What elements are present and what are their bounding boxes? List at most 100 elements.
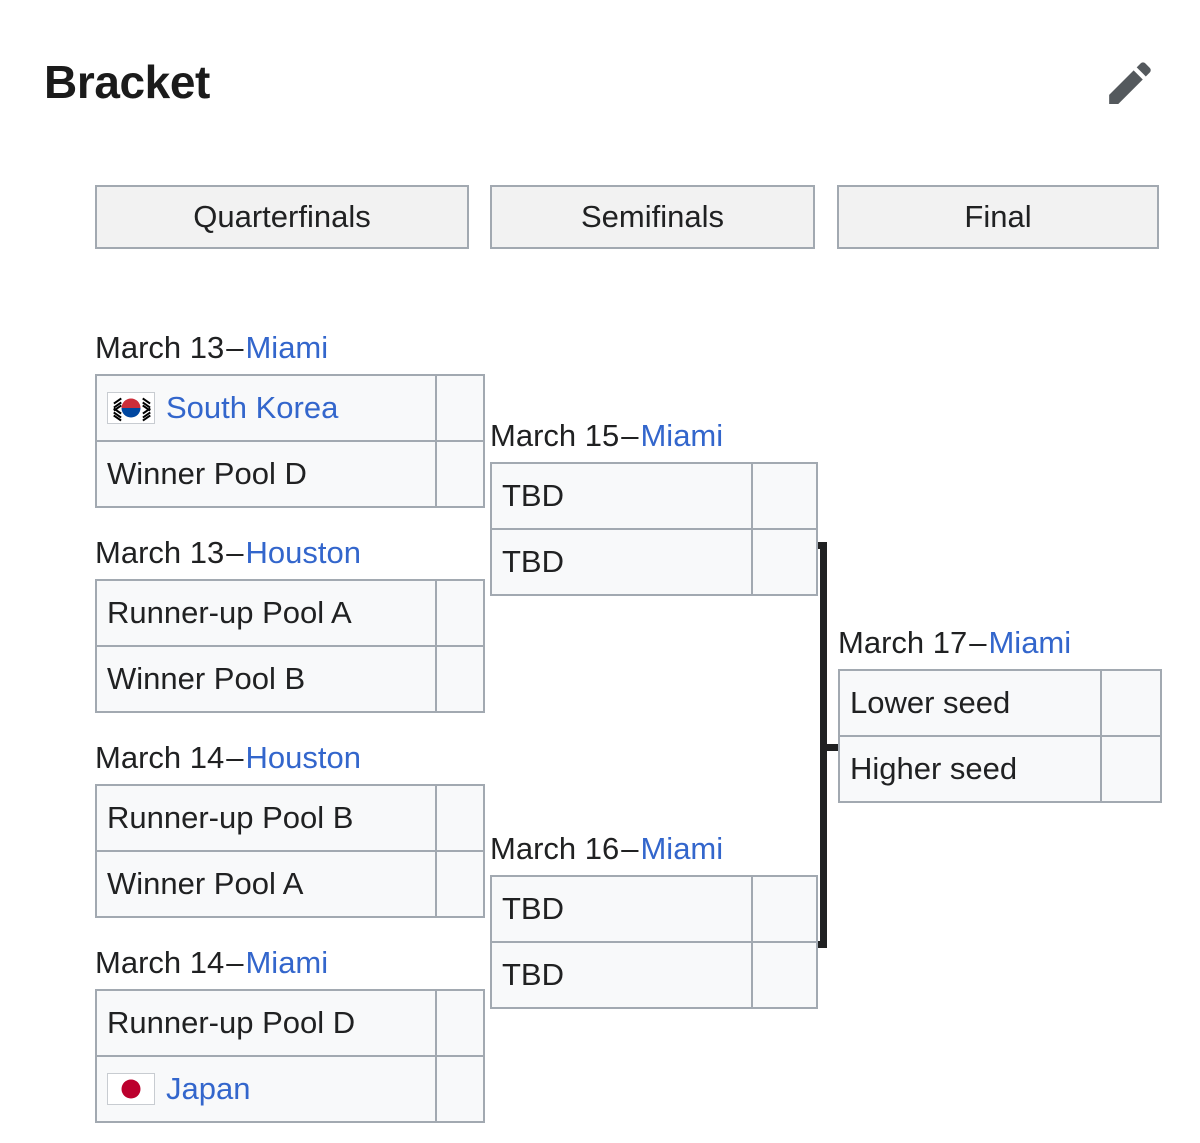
south-korea-flag — [107, 392, 155, 424]
team-cell[interactable]: TBD — [490, 941, 753, 1009]
table-row[interactable]: Japan — [95, 1055, 485, 1123]
match-final: March 17–Miami Lower seed Higher seed — [838, 621, 1162, 803]
match-table: Runner-up Pool D Japan — [95, 989, 485, 1123]
team-cell[interactable]: Winner Pool B — [95, 645, 437, 713]
score-cell[interactable] — [1100, 669, 1162, 737]
japan-flag — [107, 1073, 155, 1105]
date-venue-separator: – — [969, 625, 987, 660]
table-row[interactable]: TBD — [490, 462, 818, 530]
team-name: Runner-up Pool D — [107, 1005, 356, 1040]
score-cell[interactable] — [435, 784, 485, 852]
match-date: March 14 — [95, 740, 225, 775]
score-cell[interactable] — [435, 374, 485, 442]
match-date-line: March 14–Miami — [95, 941, 485, 985]
date-venue-separator: – — [226, 945, 244, 980]
match-date-line: March 13–Houston — [95, 531, 485, 575]
score-cell[interactable] — [435, 989, 485, 1057]
table-row[interactable]: Runner-up Pool A — [95, 579, 485, 647]
score-cell[interactable] — [751, 528, 818, 596]
team-name[interactable]: South Korea — [166, 390, 339, 425]
team-cell[interactable]: South Korea — [95, 374, 437, 442]
team-cell[interactable]: TBD — [490, 528, 753, 596]
venue-link[interactable]: Miami — [640, 831, 724, 866]
table-row[interactable]: Lower seed — [838, 669, 1162, 737]
team-name[interactable]: Japan — [166, 1071, 251, 1106]
venue-link[interactable]: Miami — [988, 625, 1072, 660]
match-quarterfinal-1: March 13–Miami — [95, 326, 485, 508]
venue-link[interactable]: Miami — [640, 418, 724, 453]
match-quarterfinal-4: March 14–Miami Runner-up Pool D — [95, 941, 485, 1123]
team-name: TBD — [502, 891, 564, 926]
team-cell[interactable]: Higher seed — [838, 735, 1102, 803]
score-cell[interactable] — [1100, 735, 1162, 803]
table-row[interactable]: Runner-up Pool B — [95, 784, 485, 852]
match-date: March 16 — [490, 831, 620, 866]
match-date: March 17 — [838, 625, 968, 660]
page-title: Bracket — [44, 56, 210, 108]
date-venue-separator: – — [621, 418, 639, 453]
table-row[interactable]: Winner Pool B — [95, 645, 485, 713]
team-name: TBD — [502, 478, 564, 513]
round-header-quarterfinals[interactable]: Quarterfinals — [95, 185, 469, 249]
team-cell[interactable]: Runner-up Pool B — [95, 784, 437, 852]
team-cell[interactable]: Winner Pool D — [95, 440, 437, 508]
table-row[interactable]: South Korea — [95, 374, 485, 442]
team-cell[interactable]: TBD — [490, 462, 753, 530]
table-row[interactable]: TBD — [490, 941, 818, 1009]
team-cell[interactable]: Runner-up Pool D — [95, 989, 437, 1057]
match-date-line: March 13–Miami — [95, 326, 485, 370]
team-cell[interactable]: Japan — [95, 1055, 437, 1123]
score-cell[interactable] — [435, 1055, 485, 1123]
match-quarterfinal-2: March 13–Houston Runner-up Pool A Winn — [95, 531, 485, 713]
match-date-line: March 14–Houston — [95, 736, 485, 780]
match-table: Runner-up Pool B Winner Pool A — [95, 784, 485, 918]
match-date-line: March 16–Miami — [490, 827, 818, 871]
team-cell[interactable]: Lower seed — [838, 669, 1102, 737]
match-date: March 13 — [95, 330, 225, 365]
table-row[interactable]: Winner Pool A — [95, 850, 485, 918]
match-table: Runner-up Pool A Winner Pool B — [95, 579, 485, 713]
team-name: Runner-up Pool A — [107, 595, 352, 630]
bracket-connector-stub-middle — [820, 744, 846, 751]
score-cell[interactable] — [435, 440, 485, 508]
team-name: TBD — [502, 957, 564, 992]
team-cell[interactable]: Winner Pool A — [95, 850, 437, 918]
score-cell[interactable] — [751, 875, 818, 943]
score-cell[interactable] — [751, 941, 818, 1009]
table-row[interactable]: Winner Pool D — [95, 440, 485, 508]
table-row[interactable]: Higher seed — [838, 735, 1162, 803]
table-row[interactable]: TBD — [490, 875, 818, 943]
score-cell[interactable] — [751, 462, 818, 530]
score-cell[interactable] — [435, 645, 485, 713]
date-venue-separator: – — [226, 535, 244, 570]
venue-link[interactable]: Houston — [245, 535, 361, 570]
date-venue-separator: – — [226, 740, 244, 775]
table-row[interactable]: TBD — [490, 528, 818, 596]
table-row[interactable]: Runner-up Pool D — [95, 989, 485, 1057]
date-venue-separator: – — [621, 831, 639, 866]
match-table: Lower seed Higher seed — [838, 669, 1162, 803]
team-name: Higher seed — [850, 751, 1018, 786]
match-semifinal-1: March 15–Miami TBD TBD — [490, 414, 818, 596]
team-name: Winner Pool D — [107, 456, 307, 491]
team-name: Winner Pool A — [107, 866, 304, 901]
team-name: Winner Pool B — [107, 661, 306, 696]
match-table: TBD TBD — [490, 875, 818, 1009]
match-semifinal-2: March 16–Miami TBD TBD — [490, 827, 818, 1009]
date-venue-separator: – — [226, 330, 244, 365]
team-name: Lower seed — [850, 685, 1011, 720]
edit-button[interactable] — [1098, 52, 1160, 114]
team-name: TBD — [502, 544, 564, 579]
round-header-semifinals[interactable]: Semifinals — [490, 185, 815, 249]
venue-link[interactable]: Houston — [245, 740, 361, 775]
score-cell[interactable] — [435, 579, 485, 647]
match-table: South Korea Winner Pool D — [95, 374, 485, 508]
venue-link[interactable]: Miami — [245, 945, 329, 980]
score-cell[interactable] — [435, 850, 485, 918]
venue-link[interactable]: Miami — [245, 330, 329, 365]
team-cell[interactable]: Runner-up Pool A — [95, 579, 437, 647]
match-date-line: March 17–Miami — [838, 621, 1162, 665]
round-header-final[interactable]: Final — [837, 185, 1159, 249]
team-cell[interactable]: TBD — [490, 875, 753, 943]
